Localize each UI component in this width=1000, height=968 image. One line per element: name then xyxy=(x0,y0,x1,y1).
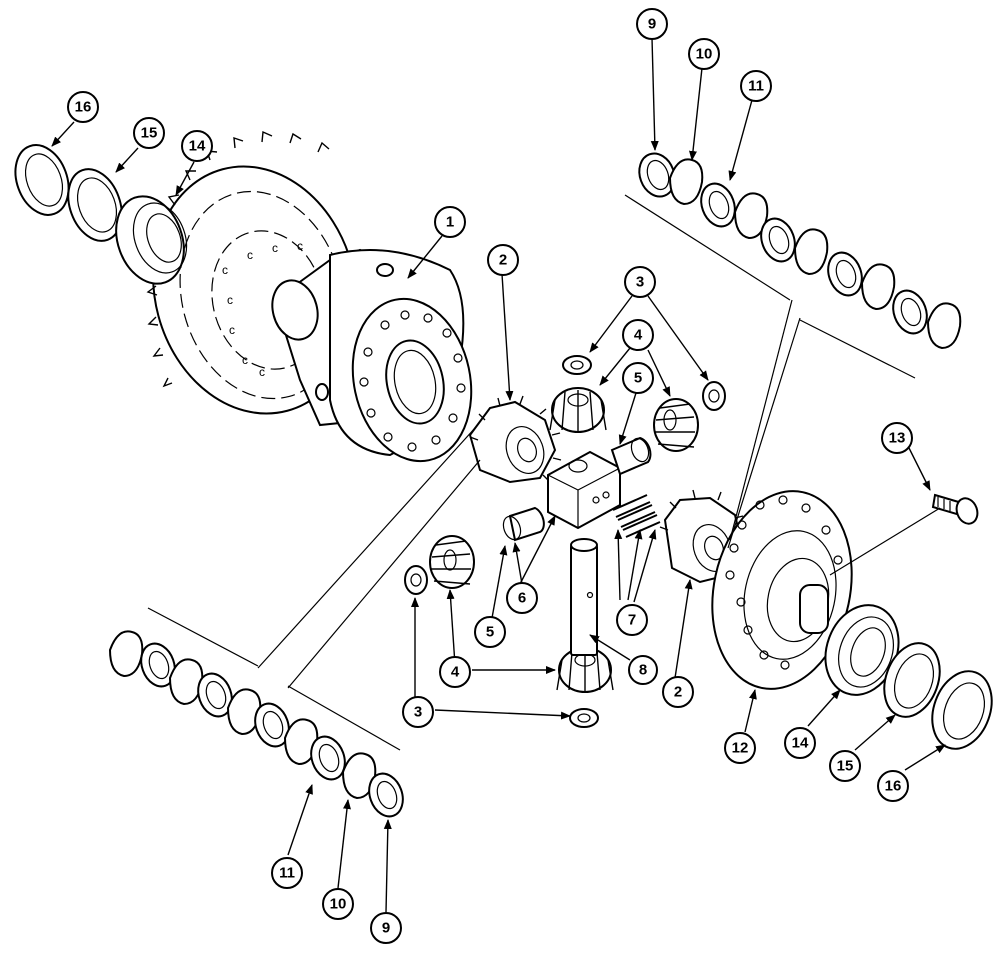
pins xyxy=(612,494,661,538)
callout-3: 3 xyxy=(624,266,656,298)
callout-label: 12 xyxy=(732,740,749,757)
pinion-gear-1 xyxy=(549,387,607,433)
callout-7: 7 xyxy=(616,604,648,636)
svg-text:c: c xyxy=(272,241,278,255)
shaft-lower xyxy=(502,506,545,542)
left-seal-16 xyxy=(14,144,70,216)
upper-clutch-pack xyxy=(624,152,962,379)
bolt xyxy=(829,493,979,576)
callout-4: 4 xyxy=(439,656,471,688)
pinion-gear-2 xyxy=(653,398,699,452)
callout-label: 1 xyxy=(446,214,454,231)
callout-5: 5 xyxy=(474,616,506,648)
callout-label: 4 xyxy=(451,664,460,681)
callout-label: 4 xyxy=(634,327,643,344)
lower-clutch-pack xyxy=(108,607,404,818)
guide-line xyxy=(287,459,481,689)
callout-1: 1 xyxy=(434,206,466,238)
callout-9: 9 xyxy=(370,912,402,944)
callout-11: 11 xyxy=(271,857,303,889)
callout-2: 2 xyxy=(487,244,519,276)
callout-label: 11 xyxy=(748,78,764,95)
callout-4: 4 xyxy=(622,319,654,351)
thrust-washer-3 xyxy=(404,565,428,595)
callout-14: 14 xyxy=(784,727,816,759)
right-seal-16 xyxy=(931,670,993,750)
callout-label: 9 xyxy=(648,16,656,33)
pinion-gear-3 xyxy=(429,535,475,589)
thrust-washer-1 xyxy=(562,355,592,375)
callout-label: 16 xyxy=(75,99,92,116)
case-bolt-holes xyxy=(359,310,466,452)
callout-12: 12 xyxy=(724,732,756,764)
callout-label: 14 xyxy=(792,735,809,752)
callout-label: 3 xyxy=(636,274,644,291)
svg-text:c: c xyxy=(229,323,235,337)
callout-15: 15 xyxy=(829,750,861,782)
callout-11: 11 xyxy=(740,70,772,102)
differential-case xyxy=(271,248,473,463)
shaft-upper xyxy=(610,436,652,476)
callout-label: 3 xyxy=(414,704,422,721)
right-race-15 xyxy=(883,642,941,718)
callout-label: 9 xyxy=(382,920,390,937)
svg-text:c: c xyxy=(247,248,253,262)
callout-2: 2 xyxy=(662,676,694,708)
callout-15: 15 xyxy=(133,117,165,149)
right-case-half xyxy=(711,490,853,690)
callout-label: 10 xyxy=(330,896,347,913)
callout-label: 2 xyxy=(674,684,682,701)
callout-label: 5 xyxy=(486,624,494,641)
thrust-washer-2 xyxy=(702,381,726,411)
svg-text:c: c xyxy=(222,263,228,277)
guide-line xyxy=(729,299,793,541)
svg-text:c: c xyxy=(259,365,265,379)
callout-3: 3 xyxy=(402,696,434,728)
callout-6: 6 xyxy=(506,582,538,614)
guide-line xyxy=(727,317,801,549)
callout-16: 16 xyxy=(877,770,909,802)
callout-label: 10 xyxy=(696,46,713,63)
left-bearing-14 xyxy=(115,195,188,285)
callout-13: 13 xyxy=(881,422,913,454)
callout-9: 9 xyxy=(636,8,668,40)
callout-14: 14 xyxy=(181,130,213,162)
callout-10: 10 xyxy=(688,38,720,70)
callout-label: 8 xyxy=(639,662,647,679)
callout-10: 10 xyxy=(322,888,354,920)
thrust-washer-4 xyxy=(569,708,599,728)
callout-label: 7 xyxy=(628,612,636,629)
callout-label: 13 xyxy=(889,430,906,447)
callout-label: 15 xyxy=(837,758,854,775)
svg-text:c: c xyxy=(242,353,248,367)
callout-label: 2 xyxy=(499,252,507,269)
callout-label: 5 xyxy=(634,370,642,387)
callout-8: 8 xyxy=(628,655,658,685)
side-gear-upper xyxy=(468,395,562,484)
cross-block xyxy=(547,450,621,530)
svg-text:c: c xyxy=(297,239,303,253)
callout-label: 16 xyxy=(885,778,902,795)
cross-shaft xyxy=(570,538,598,656)
callout-label: 15 xyxy=(141,125,158,142)
leader-lines xyxy=(51,37,946,913)
callout-label: 14 xyxy=(189,138,206,155)
callout-label: 6 xyxy=(518,590,526,607)
callout-label: 11 xyxy=(279,865,295,882)
right-bearing-14 xyxy=(824,604,900,696)
callout-16: 16 xyxy=(67,91,99,123)
left-race-15 xyxy=(67,168,123,242)
svg-text:c: c xyxy=(227,293,233,307)
callout-5: 5 xyxy=(622,362,654,394)
guide-line xyxy=(257,427,476,669)
